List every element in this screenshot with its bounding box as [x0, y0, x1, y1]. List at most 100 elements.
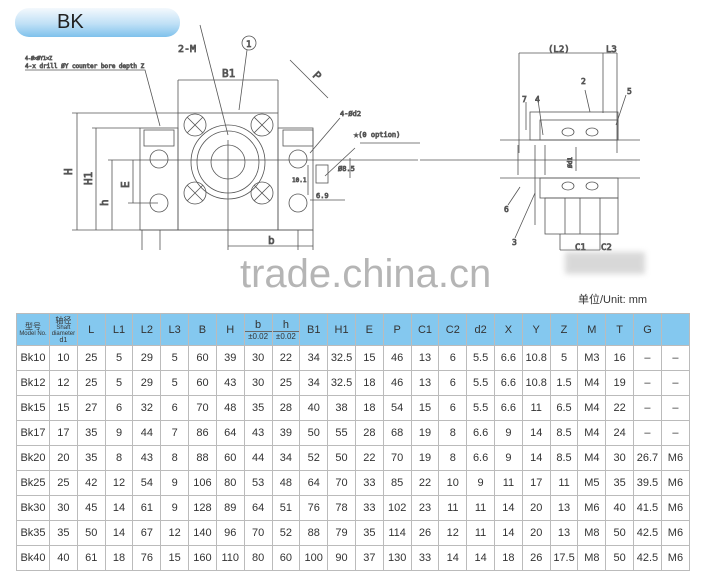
table-cell: – — [660, 395, 691, 421]
table-cell: 8 — [438, 445, 468, 471]
table-cell: M5 — [577, 470, 607, 496]
table-cell: 89 — [215, 495, 245, 521]
table-cell: 35 — [76, 420, 106, 446]
table-cell: M6 — [660, 470, 691, 496]
table-cell: 64 — [299, 470, 329, 496]
table-cell: 37 — [354, 545, 384, 571]
counterbore-note-small: 4-Ø×ØY1×Z — [25, 55, 52, 62]
table-cell: 5 — [160, 370, 190, 396]
table-cell: 22 — [271, 345, 301, 371]
table-cell: M8 — [577, 545, 607, 571]
table-cell: 1.5 — [549, 370, 579, 396]
table-cell: 43 — [243, 420, 273, 446]
table-cell: 70 — [382, 445, 412, 471]
table-cell: 29 — [132, 370, 162, 396]
header-c1: C1 — [410, 313, 440, 346]
table-cell: 22 — [354, 445, 384, 471]
table-cell: 6 — [104, 395, 134, 421]
table-cell: 14 — [438, 545, 468, 571]
label-part-1: 1 — [246, 40, 251, 50]
table-cell: 39 — [215, 345, 245, 371]
table-cell: 8.5 — [549, 445, 579, 471]
table-cell: 6.6 — [494, 370, 523, 396]
model-cell: Bk25 — [16, 470, 50, 496]
table-cell: 19 — [605, 370, 635, 396]
table-cell: 114 — [382, 520, 412, 546]
table-cell: 39.5 — [633, 470, 662, 496]
table-cell: 85 — [382, 470, 412, 496]
label-l3: L3 — [606, 45, 617, 55]
table-cell: 60 — [188, 345, 217, 371]
table-cell: 28 — [271, 395, 301, 421]
model-cell: Bk40 — [16, 545, 50, 571]
table-cell: 35 — [49, 520, 78, 546]
table-cell: 16 — [605, 345, 635, 371]
table-cell: 39 — [271, 420, 301, 446]
header-l2: L2 — [132, 313, 162, 346]
table-cell: 160 — [188, 545, 217, 571]
side-view — [420, 52, 640, 251]
label-part-5: 5 — [627, 87, 632, 96]
table-cell: 5.5 — [466, 345, 495, 371]
header-p: P — [382, 313, 412, 346]
table-cell: 18 — [104, 545, 134, 571]
label-part-6: 6 — [504, 205, 509, 214]
table-cell: 9 — [466, 470, 495, 496]
model-cell: Bk30 — [16, 495, 50, 521]
label-c2: C2 — [601, 243, 612, 253]
label-b: b — [268, 234, 275, 247]
table-cell: M6 — [660, 445, 691, 471]
table-cell: 8 — [438, 420, 468, 446]
table-cell: 52 — [271, 520, 301, 546]
header-l3: L3 — [160, 313, 190, 346]
table-cell: 79 — [327, 520, 356, 546]
table-cell: 22 — [410, 470, 440, 496]
table-cell: 35 — [354, 520, 384, 546]
model-cell: Bk20 — [16, 445, 50, 471]
table-cell: 13 — [410, 345, 440, 371]
table-cell: 32 — [132, 395, 162, 421]
table-cell: 14 — [494, 520, 523, 546]
table-cell: 15 — [354, 345, 384, 371]
table-cell: 130 — [382, 545, 412, 571]
table-cell: 14 — [104, 520, 134, 546]
table-cell: 44 — [132, 420, 162, 446]
table-cell: 86 — [188, 420, 217, 446]
label-10-1: 10.1 — [292, 177, 307, 184]
table-cell: 20 — [521, 520, 551, 546]
table-cell: 6.5 — [549, 395, 579, 421]
table-cell: M3 — [577, 345, 607, 371]
table-cell: 12 — [104, 470, 134, 496]
table-cell: M6 — [660, 545, 691, 571]
table-cell: 19 — [410, 445, 440, 471]
table-cell: 54 — [382, 395, 412, 421]
counterbore-note: 4-x drill ØY counter bore depth Z — [25, 63, 145, 70]
table-cell: 6 — [438, 395, 468, 421]
header-m: M — [577, 313, 607, 346]
table-cell: 12 — [49, 370, 78, 396]
table-cell: 42 — [76, 470, 106, 496]
header-blank — [660, 313, 691, 346]
table-cell: 9 — [494, 420, 523, 446]
table-cell: 5.5 — [466, 395, 495, 421]
table-cell: 13 — [549, 495, 579, 521]
table-cell: 25 — [49, 470, 78, 496]
table-cell: 40 — [605, 495, 635, 521]
label-p: P — [310, 69, 324, 83]
header-b: b±0.02 — [243, 313, 273, 346]
label-e: E — [119, 181, 132, 188]
table-cell: 60 — [215, 445, 245, 471]
table-cell: 110 — [215, 545, 245, 571]
table-cell: 30 — [49, 495, 78, 521]
table-cell: 14 — [466, 545, 495, 571]
header-g: G — [633, 313, 662, 346]
table-cell: 17.5 — [549, 545, 579, 571]
table-cell: 64 — [243, 495, 273, 521]
table-cell: 46 — [382, 370, 412, 396]
table-cell: 38 — [327, 395, 356, 421]
